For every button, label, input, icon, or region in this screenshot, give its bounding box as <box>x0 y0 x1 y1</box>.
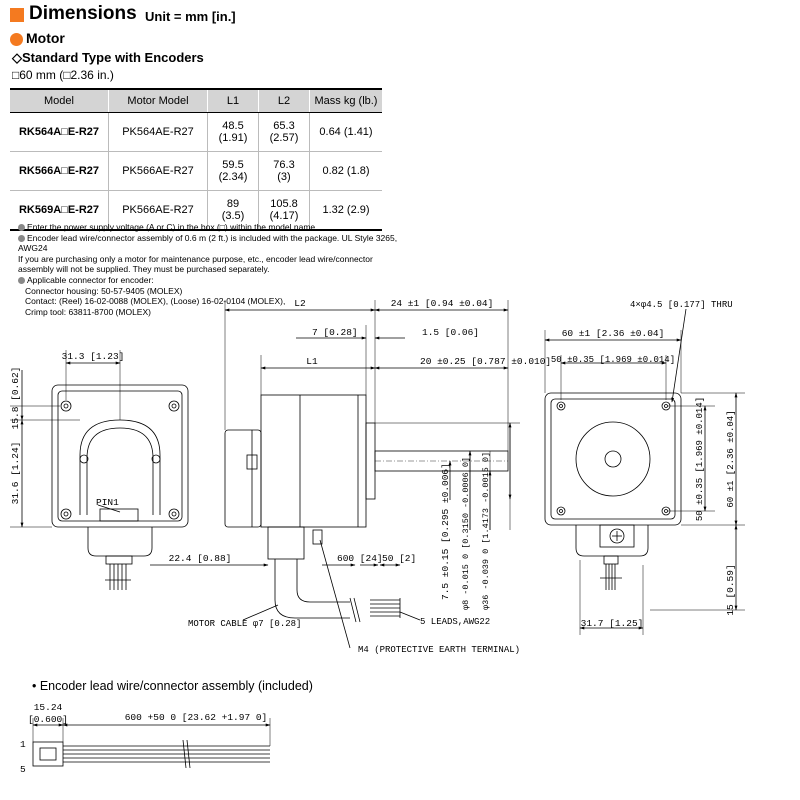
pin1-label: PIN1 <box>96 497 119 508</box>
dim-phi-8: φ8 -0.015 0 [0.3150 -0.0006 0] <box>461 457 471 610</box>
cell-mass: 0.64 (1.41) <box>309 112 382 152</box>
cell-model: RK564A□E-R27 <box>10 112 109 152</box>
table-row: RK566A□E-R27 PK566AE-R27 59.5(2.34) 76.3… <box>10 151 382 191</box>
cell-model: RK569A□E-R27 <box>10 190 109 231</box>
encoder-section-title: • Encoder lead wire/connector assembly (… <box>32 679 313 693</box>
col-model: Model <box>10 88 109 113</box>
cell-mass: 0.82 (1.8) <box>309 151 382 191</box>
cell-l2: 65.3(2.57) <box>258 112 310 152</box>
header-marker <box>10 8 24 22</box>
thru-hole-label: 4×φ4.5 [0.177] THRU <box>630 300 733 310</box>
note-1: Enter the power supply voltage (A or C) … <box>27 222 318 232</box>
dim-60: 60 ±1 [2.36 ±0.04] <box>562 328 665 339</box>
cell-motor: PK564AE-R27 <box>108 112 208 152</box>
dim-60-v: 60 ±1 [2.36 ±0.04] <box>726 410 736 507</box>
dim-50: 50 [2] <box>382 553 416 564</box>
size-label: □60 mm (□2.36 in.) <box>12 68 114 82</box>
bullet-icon <box>18 224 25 231</box>
dim-7-5: 7.5 ±0.15 [0.295 ±0.006] <box>440 463 451 600</box>
section-marker <box>10 33 23 46</box>
cell-l1: 89(3.5) <box>207 190 259 231</box>
col-l1: L1 <box>207 88 259 113</box>
note-2c: assembly will not be supplied. They must… <box>18 264 270 275</box>
note-3b: Contact: (Reel) 16-02-0088 (MOLEX), (Loo… <box>25 296 286 307</box>
note-3a: Connector housing: 50-57-9405 (MOLEX) <box>25 285 183 296</box>
side-view <box>224 394 509 623</box>
note-2b: If you are purchasing only a motor for m… <box>18 253 373 264</box>
dim-15-8: 15.8 [0.62] <box>10 367 21 430</box>
front-view <box>544 392 682 590</box>
cell-l2: 105.8(4.17) <box>258 190 310 231</box>
note-3c: Crimp tool: 63811-8700 (MOLEX) <box>25 306 151 317</box>
enc-pin-5: 5 <box>20 764 26 775</box>
dim-1-5: 1.5 [0.06] <box>422 327 479 338</box>
dim-l2: L2 <box>294 298 306 309</box>
dim-31-7: 31.7 [1.25] <box>581 618 644 629</box>
cell-model: RK566A□E-R27 <box>10 151 109 191</box>
col-motor-model: Motor Model <box>108 88 208 113</box>
dim-20: 20 ±0.25 [0.787 ±0.010] <box>420 356 551 367</box>
enc-dim-0-600: [0.600] <box>28 714 68 725</box>
pe-terminal-label: M4 (PROTECTIVE EARTH TERMINAL) <box>358 645 520 655</box>
cell-l1: 59.5(2.34) <box>207 151 259 191</box>
dim-22-4: 22.4 [0.88] <box>169 553 232 564</box>
section-title: Motor <box>26 30 65 46</box>
table-row: RK569A□E-R27 PK566AE-R27 89(3.5) 105.8(4… <box>10 190 382 231</box>
page-title: Dimensions <box>29 3 137 24</box>
dim-15-v: 15 [0.59] <box>725 564 736 615</box>
spec-table: Model Motor Model L1 L2 Mass kg (lb.) RK… <box>10 88 382 231</box>
unit-label: Unit = mm [in.] <box>145 9 236 24</box>
enc-dim-15-24: 15.24 <box>34 702 63 713</box>
dim-31-3: 31.3 [1.23] <box>62 351 125 362</box>
dim-phi-36: φ36 -0.039 0 [1.4173 -0.0015 0] <box>481 452 491 610</box>
bullet-icon <box>18 234 25 242</box>
table-header-row: Model Motor Model L1 L2 Mass kg (lb.) <box>10 88 382 113</box>
enc-dim-600: 600 +50 0 [23.62 +1.97 0] <box>125 712 268 723</box>
type-label: ◇Standard Type with Encoders <box>12 50 204 65</box>
note-3: Applicable connector for encoder: <box>27 274 154 285</box>
encoder-cable <box>32 739 270 769</box>
col-mass: Mass kg (lb.) <box>309 88 382 113</box>
motor-cable-label: MOTOR CABLE φ7 [0.28] <box>188 619 301 629</box>
dim-7: 7 [0.28] <box>312 327 358 338</box>
dim-50-v: 50 ±0.35 [1.969 ±0.014] <box>695 397 705 521</box>
bullet-icon <box>18 276 25 284</box>
enc-pin-1: 1 <box>20 739 26 750</box>
col-l2: L2 <box>258 88 310 113</box>
cell-motor: PK566AE-R27 <box>108 190 208 231</box>
cell-motor: PK566AE-R27 <box>108 151 208 191</box>
cell-mass: 1.32 (2.9) <box>309 190 382 231</box>
note-2: Encoder lead wire/connector assembly of … <box>18 232 398 254</box>
cell-l2: 76.3(3) <box>258 151 310 191</box>
dim-l1: L1 <box>306 356 318 367</box>
cell-l1: 48.5(1.91) <box>207 112 259 152</box>
dim-24: 24 ±1 [0.94 ±0.04] <box>391 298 494 309</box>
dim-50-b: 50 ±0.35 [1.969 ±0.014] <box>551 355 675 365</box>
leads-label: 5 LEADS,AWG22 <box>420 617 490 627</box>
notes: Enter the power supply voltage (A or C) … <box>18 222 398 317</box>
dim-600: 600 [24] <box>337 553 383 564</box>
table-row: RK564A□E-R27 PK564AE-R27 48.5(1.91) 65.3… <box>10 112 382 152</box>
dim-31-6: 31.6 [1.24] <box>10 442 21 505</box>
